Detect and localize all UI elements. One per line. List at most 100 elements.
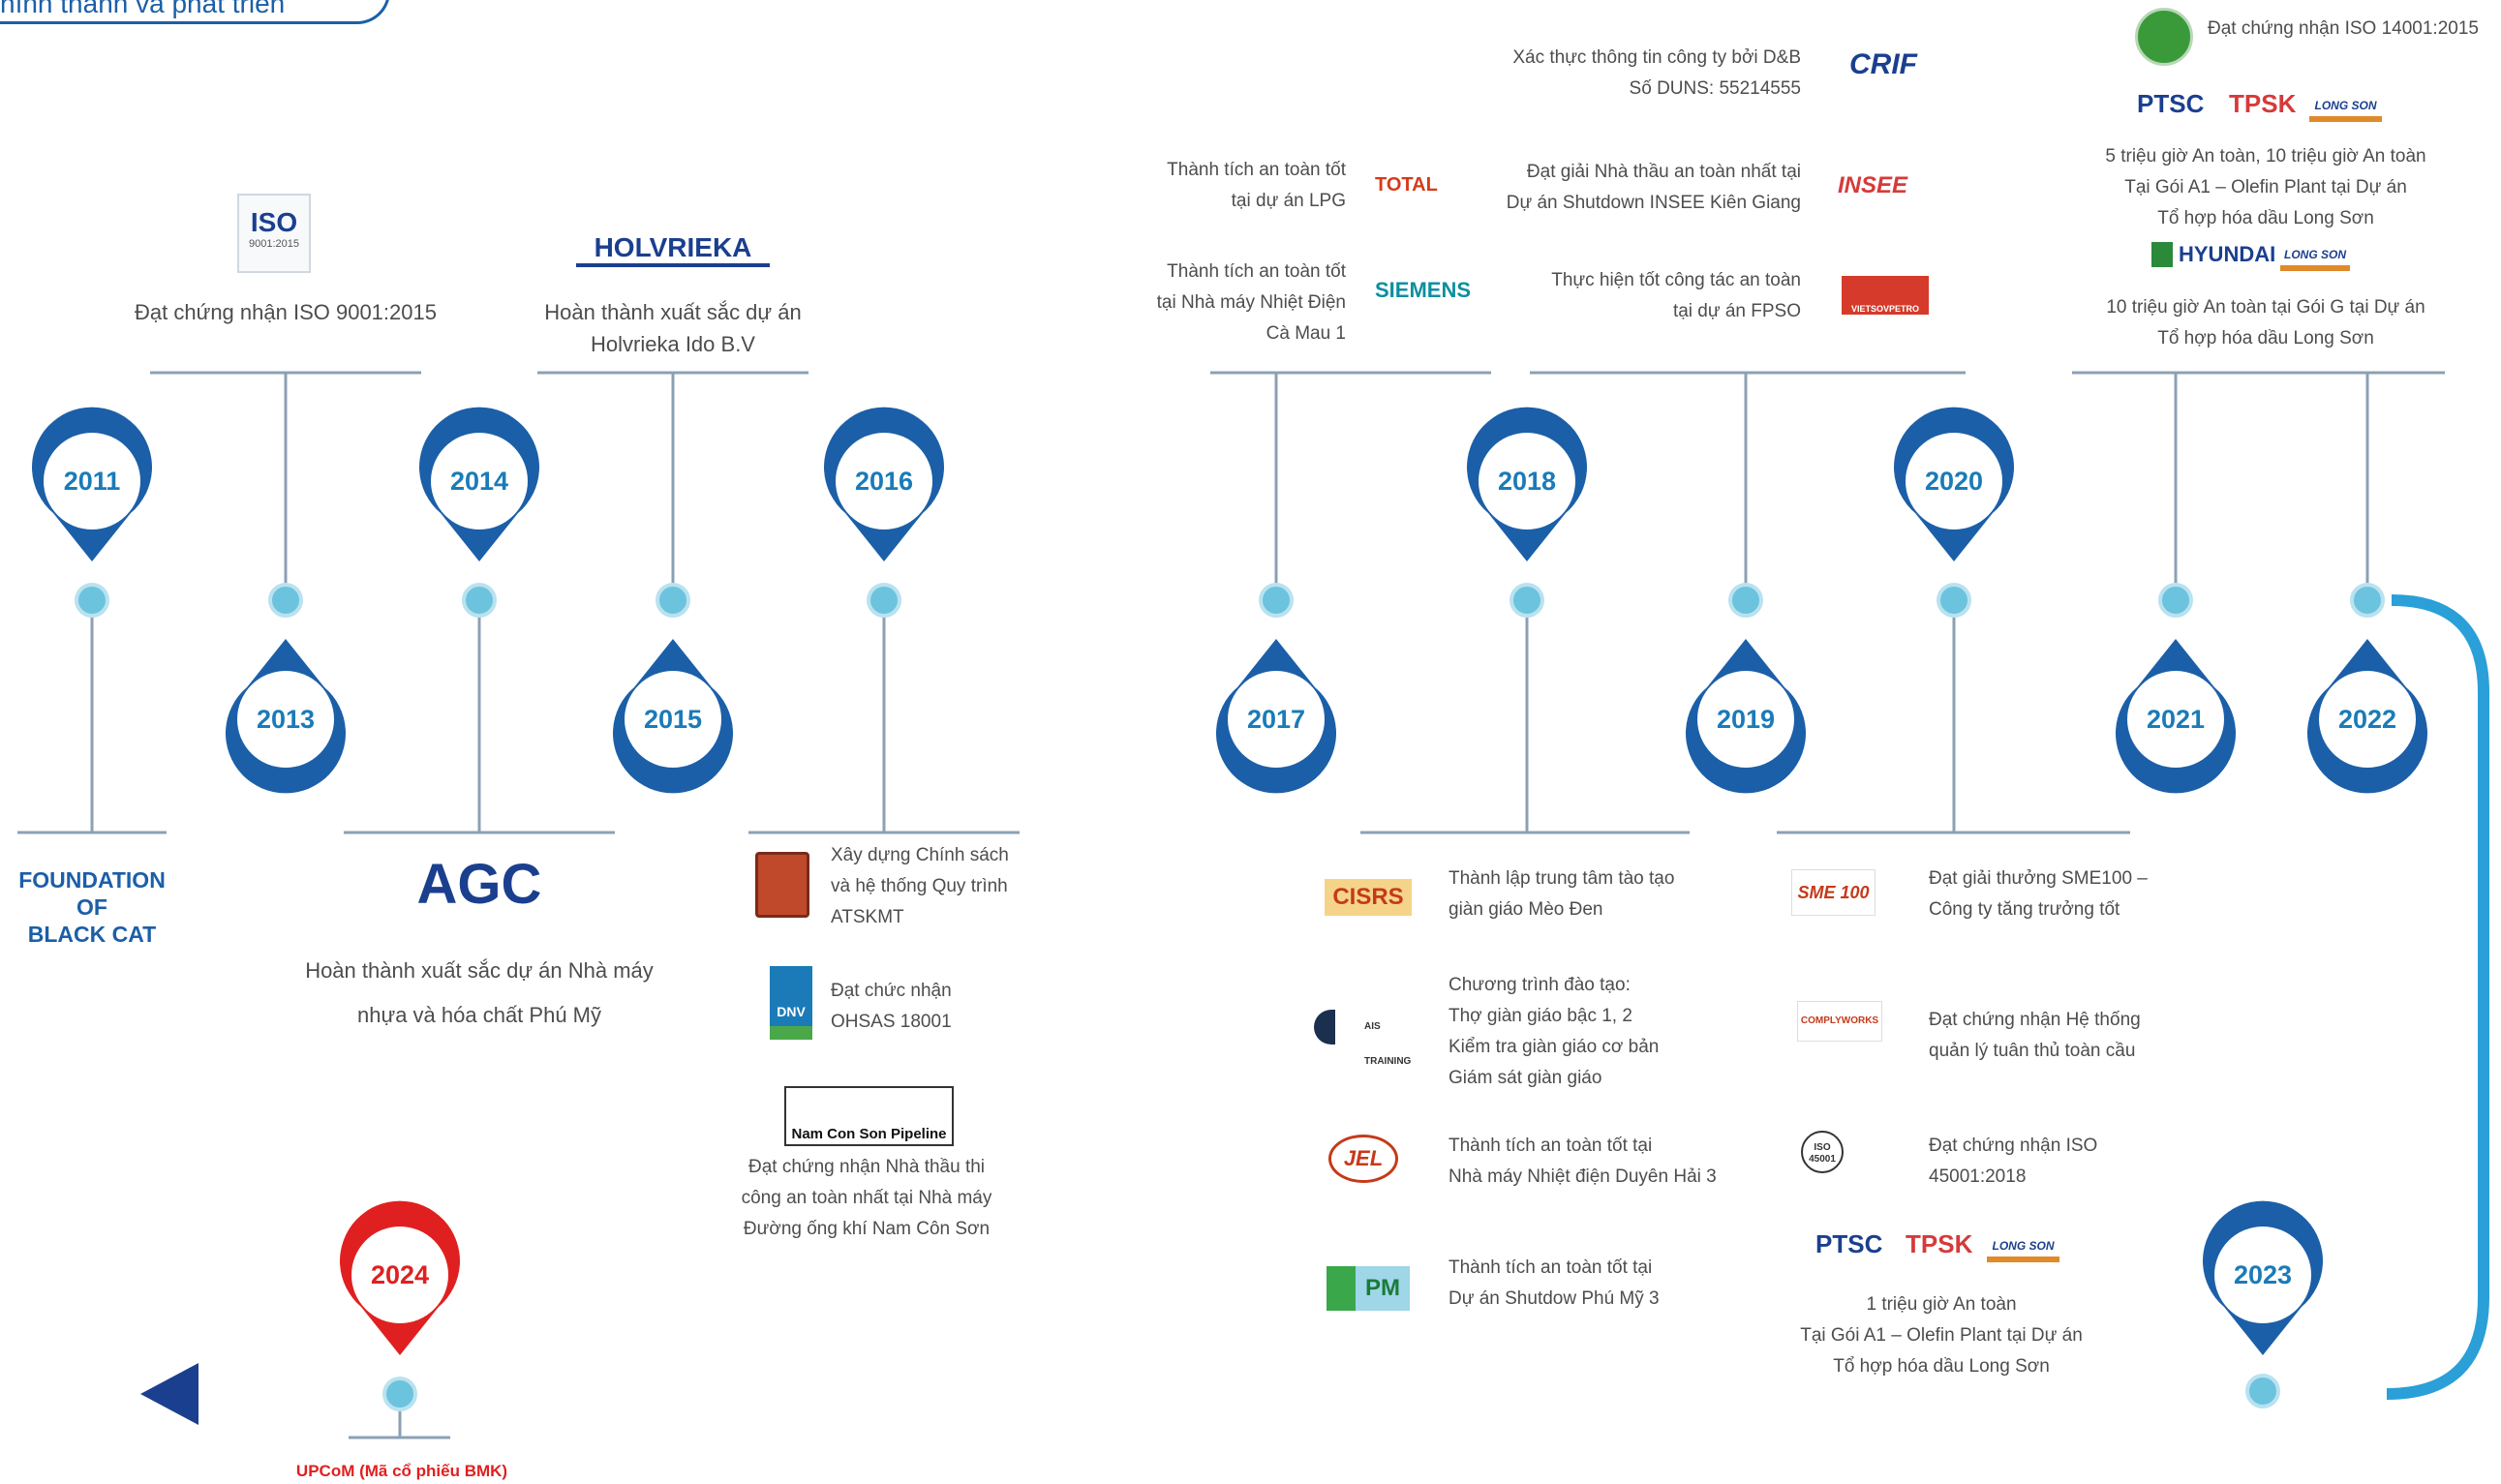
text-2018-2: Chương trình đào tạo: Thợ giàn giáo bậc …: [1449, 970, 1739, 1094]
dnv-logo: DNV: [770, 966, 812, 1040]
text-line: Thành tích an toàn tốt tại: [1449, 1136, 1653, 1156]
text-line: Đường ống khí Nam Côn Sơn: [743, 1219, 991, 1239]
siemens-logo: SIEMENS: [1375, 278, 1472, 302]
text-line: Hoàn thành xuất sắc dự án Nhà máy: [305, 958, 654, 983]
iso-logo-text: ISO: [250, 207, 298, 237]
ptsc-logo: PTSC: [2137, 89, 2205, 118]
header-title: hình thành và phát triển: [0, 0, 286, 18]
logo-line: FOUNDATION: [18, 867, 166, 893]
text-line: Đạt chứng nhận Nhà thầu thi: [747, 1157, 986, 1177]
text-2013: Đạt chứng nhận ISO 9001:2015: [135, 300, 437, 324]
text-line: 45001:2018: [1929, 1166, 2027, 1187]
text-2022-2: 10 triệu giờ An toàn tại Gói G tại Dự án…: [2072, 292, 2459, 354]
text-2022-iso: Đạt chứng nhận ISO 14001:2015: [2208, 18, 2479, 39]
text-line: Xây dựng Chính sách: [831, 845, 1009, 865]
text-line: công an toàn nhất tại Nhà máy: [741, 1188, 992, 1208]
text-2020-1: Đạt giải thưởng SME100 – Công ty tăng tr…: [1929, 863, 2219, 925]
iso-logo-sub: 9001:2015: [249, 238, 299, 250]
text-line: Thành tích an toàn tốt tại: [1449, 1257, 1653, 1278]
text-line: Thành lập trung tâm tào tạo: [1449, 868, 1675, 889]
text-line: Holvrieka Ido B.V: [591, 332, 755, 356]
text-line: Thợ giàn giáo bậc 1, 2: [1449, 1006, 1632, 1026]
tpsk-logo-2023: TPSK: [1906, 1229, 1973, 1258]
text-2016-1: Xây dựng Chính sách và hệ thống Quy trìn…: [831, 840, 1044, 933]
arrow-head: [140, 1363, 198, 1425]
text-2020-2: Đạt chứng nhận Hệ thống quản lý tuân thủ…: [1929, 1005, 2219, 1067]
year-2016: 2016: [854, 466, 914, 496]
text-line: Thực hiện tốt công tác an toàn: [1551, 270, 1801, 290]
text-line: Dự án Shutdow Phú Mỹ 3: [1449, 1288, 1660, 1309]
policy-document-icon: [755, 852, 809, 918]
text-line: và hệ thống Quy trình: [831, 876, 1008, 896]
text-2015: Hoàn thành xuất sắc dự án Holvrieka Ido …: [528, 296, 818, 360]
year-2014: 2014: [449, 466, 509, 496]
text-line: Tổ hợp hóa dầu Long Sơn: [2157, 208, 2374, 228]
text-line: Tại Gói A1 – Olefin Plant tại Dự án: [1800, 1325, 2083, 1346]
black-cat-logo: FOUNDATION OF BLACK CAT: [5, 866, 179, 948]
text-line: Thành tích an toàn tốt: [1167, 261, 1346, 282]
insee-logo: INSEE: [1838, 172, 1908, 198]
year-2011: 2011: [63, 466, 121, 496]
iso-14001-badge-icon: [2135, 8, 2193, 66]
text-line: Giám sát giàn giáo: [1449, 1068, 1602, 1088]
year-2023: 2023: [2233, 1259, 2293, 1289]
text-line: Nhà máy Nhiệt điện Duyên Hải 3: [1449, 1166, 1717, 1187]
year-2024: 2024: [370, 1259, 430, 1289]
text-line: Thành tích an toàn tốt: [1167, 160, 1346, 180]
text-2019-3: Thực hiện tốt công tác an toàn tại dự án…: [1472, 265, 1801, 327]
ptsc-logo-2023: PTSC: [1815, 1229, 1883, 1258]
text-2014: Hoàn thành xuất sắc dự án Nhà máy nhựa v…: [295, 949, 663, 1038]
text-line: 10 triệu giờ An toàn tại Gói G tại Dự án: [2106, 297, 2425, 318]
text-line: quản lý tuân thủ toàn cầu: [1929, 1041, 2136, 1061]
text-line: Hoàn thành xuất sắc dự án: [544, 300, 802, 324]
ais-training-logo: AIS TRAINING: [1314, 1010, 1420, 1067]
longson-logo-2023: LONG SON: [1987, 1235, 2059, 1262]
text-line: Công ty tăng trưởng tốt: [1929, 899, 2120, 920]
text-line: Tại Gói A1 – Olefin Plant tại Dự án: [2124, 177, 2407, 197]
text-line: nhựa và hóa chất Phú Mỹ: [357, 1003, 601, 1027]
text-line: Tổ hợp hóa dầu Long Sơn: [2157, 328, 2374, 348]
text-line: Dự án Shutdown INSEE Kiên Giang: [1506, 193, 1801, 213]
text-line: Đạt chức nhận: [831, 981, 952, 1001]
jel-logo: JEL: [1328, 1135, 1398, 1183]
logo-line: OF: [76, 894, 107, 920]
text-2020-3: Đạt chứng nhận ISO 45001:2018: [1929, 1131, 2219, 1193]
year-2017: 2017: [1246, 704, 1306, 734]
timeline-curve: [2386, 594, 2489, 1400]
sme100-logo: SME 100: [1791, 869, 1876, 916]
year-2013: 2013: [256, 704, 316, 734]
year-2019: 2019: [1716, 704, 1776, 734]
vietsovpetro-logo: VIETSOVPETRO: [1842, 276, 1929, 315]
year-2018: 2018: [1497, 466, 1557, 496]
text-2019-2: Đạt giải Nhà thầu an toàn nhất tại Dự án…: [1472, 157, 1801, 219]
text-line: Đạt giải Nhà thầu an toàn nhất tại: [1526, 162, 1801, 182]
text-line: tại Nhà máy Nhiệt Điện: [1156, 292, 1346, 313]
text-2018-3: Thành tích an toàn tốt tại Nhà máy Nhiệt…: [1449, 1131, 1739, 1193]
iso-45001-logo: ISO 45001: [1801, 1131, 1844, 1173]
agc-logo: AGC: [416, 853, 542, 916]
text-line: Xác thực thông tin công ty bởi D&B: [1512, 47, 1801, 68]
text-2019-1: Xác thực thông tin công ty bởi D&B Số DU…: [1472, 43, 1801, 105]
complyworks-logo: COMPLYWORKS: [1797, 1001, 1882, 1042]
text-line: Kiểm tra giàn giáo cơ bản: [1449, 1037, 1660, 1057]
text-2017-2: Thành tích an toàn tốt tại Nhà máy Nhiệt…: [1123, 257, 1346, 349]
hyundai-logo: HYUNDAI: [2151, 242, 2295, 267]
text-2016-2: Đạt chức nhận OHSAS 18001: [831, 976, 1044, 1038]
text-line: 1 triệu giờ An toàn: [1866, 1294, 2017, 1315]
text-2018-4: Thành tích an toàn tốt tại Dự án Shutdow…: [1449, 1253, 1739, 1315]
text-2024: UPCoM (Mã cổ phiếu BMK): [295, 1462, 508, 1480]
holvrieka-logo: HOLVRIEKA: [576, 232, 770, 267]
text-line: Tổ hợp hóa dầu Long Sơn: [1833, 1356, 2050, 1377]
longson-logo: LONG SON: [2309, 95, 2382, 122]
tpsk-logo: TPSK: [2229, 89, 2297, 118]
text-line: tại dự án LPG: [1231, 191, 1346, 211]
year-2020: 2020: [1924, 466, 1984, 496]
text-2016-3: Đạt chứng nhận Nhà thầu thi công an toàn…: [721, 1152, 1012, 1245]
text-line: giàn giáo Mèo Đen: [1449, 899, 1603, 920]
text-2018-1: Thành lập trung tâm tào tạo giàn giáo Mè…: [1449, 863, 1739, 925]
longson-logo-2: LONG SON: [2280, 244, 2350, 271]
year-2015: 2015: [643, 704, 703, 734]
text-line: Số DUNS: 55214555: [1629, 78, 1801, 99]
pm-logo: PM: [1327, 1266, 1410, 1311]
